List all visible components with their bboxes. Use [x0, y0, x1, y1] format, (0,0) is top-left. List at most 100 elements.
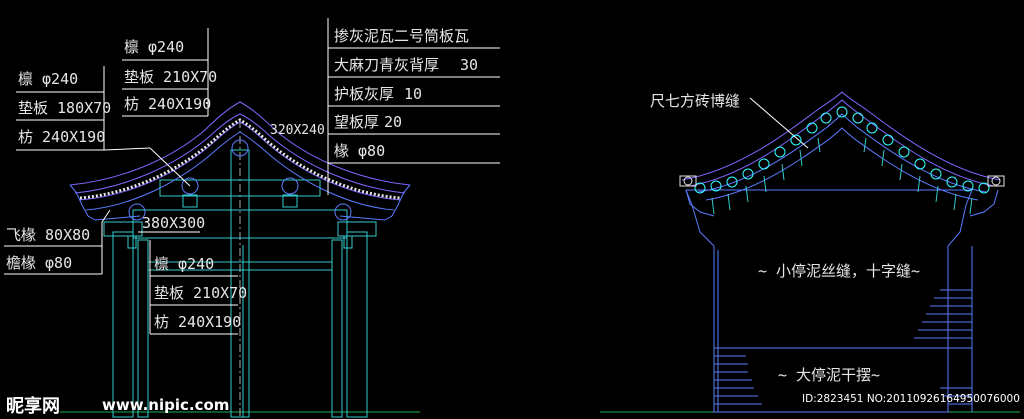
round-tile [790, 134, 802, 146]
round-tile [930, 168, 942, 180]
bracket-right [343, 235, 353, 249]
end-cap-left [679, 175, 697, 187]
watermark-url: www.nipic.com [102, 396, 229, 414]
round-tile [710, 180, 722, 192]
eave-ends [69, 184, 411, 221]
main-beam [132, 209, 348, 239]
label-roof-guard: 护板灰厚 [334, 85, 394, 103]
label-beam: 380X300 [142, 214, 205, 232]
round-tile [836, 106, 848, 118]
column-right [346, 231, 368, 418]
label-roof-board: 望板厚 [334, 113, 379, 131]
leader-eave-d [101, 209, 111, 223]
label-top-purlin: 檩 φ240 [124, 38, 184, 56]
eave-left-rafter [94, 215, 141, 221]
round-tile [946, 176, 958, 188]
eave-end-right [384, 184, 411, 221]
purlin-right-upper [281, 177, 299, 195]
label-roof-ash-value: 30 [460, 56, 478, 74]
left-labels: 檩 φ240 垫板 210X70 枋 240X190 檩 φ240 垫板 180… [6, 27, 478, 331]
label-left-pad: 垫板 180X70 [18, 99, 111, 117]
roof-layer-2 [74, 113, 406, 194]
capital-right [337, 221, 377, 237]
purlin-right-eave [334, 203, 352, 221]
eave-right-rafter [339, 215, 386, 221]
column-left [112, 231, 134, 418]
end-cap-right-ring [991, 176, 1001, 186]
label-mid-pad: 垫板 210X70 [154, 284, 247, 302]
label-roof-ash: 大麻刀青灰背厚 [334, 56, 439, 74]
left-section-drawing [4, 18, 500, 418]
gable-rafters [711, 137, 973, 215]
round-tile [758, 158, 770, 170]
eave-bracket-right [969, 189, 999, 217]
roof-layer-4 [85, 131, 395, 211]
beams [103, 179, 377, 271]
end-cap-right [987, 175, 1005, 187]
watermark-logo: 昵享网 [6, 395, 60, 417]
label-roof-tile: 掺灰泥瓦二号筒板瓦 [334, 27, 469, 45]
leader-ridge-note [749, 97, 809, 149]
label-roof-guard-value: 10 [404, 85, 422, 103]
label-top-tie: 枋 240X190 [124, 95, 211, 113]
gable-roof-4 [705, 127, 979, 201]
capital-left [103, 221, 143, 237]
label-wall-upper: ~ 小停泥丝缝，十字缝~ [758, 262, 920, 280]
watermark: 昵享网 www.nipic.com ID:2823451 NO:20110926… [6, 393, 1020, 417]
round-tile [694, 182, 706, 194]
purlins [128, 139, 352, 221]
label-ridge-beam: 320X240 [270, 123, 325, 138]
label-roof-board-value: 20 [384, 113, 402, 131]
ridge-end-caps [679, 175, 1005, 187]
gable-roof-2 [689, 99, 995, 187]
column-right-inner [331, 239, 343, 418]
label-wall-lower: ~ 大停泥干摆~ [778, 366, 880, 384]
label-left-tie: 枋 240X190 [18, 128, 105, 146]
leader-left-e [103, 147, 151, 151]
label-mid-purlin: 檩 φ240 [154, 255, 214, 273]
eave-bracket-left [685, 189, 715, 217]
round-tile [914, 158, 926, 170]
purlin-left-upper [181, 177, 199, 195]
leader-left-f [149, 147, 191, 187]
right-labels: 尺七方砖博缝 ~ 小停泥丝缝，十字缝~ ~ 大停泥干摆~ [650, 92, 920, 384]
roof-tiles [79, 118, 401, 200]
label-ridge-note: 尺七方砖博缝 [650, 92, 740, 110]
gable-roof [681, 91, 1001, 201]
gable-roof-3 [697, 113, 987, 193]
leader-lines [4, 18, 500, 335]
label-left-purlin: 檩 φ240 [18, 70, 78, 88]
round-tiles [694, 106, 990, 194]
round-tile [866, 122, 878, 134]
round-tile [820, 112, 832, 124]
end-cap-left-ring [683, 176, 693, 186]
round-tile [742, 168, 754, 180]
purlin-pad-right [282, 194, 298, 208]
purlin-left-eave [128, 203, 146, 221]
column-left-inner [137, 239, 149, 418]
gable-wall [685, 189, 973, 413]
label-mid-tie: 枋 240X190 [154, 313, 241, 331]
label-eave-rafter: 檐椽 φ80 [6, 254, 72, 272]
eave-end-left [69, 184, 96, 221]
label-roof-rafter: 椽 φ80 [334, 142, 385, 160]
round-tile [806, 122, 818, 134]
right-section-drawing [600, 91, 1020, 413]
round-tile [978, 182, 990, 194]
label-top-pad: 垫板 210X70 [124, 68, 217, 86]
wall-hatch-right [914, 289, 972, 405]
columns [112, 120, 368, 418]
round-tile [898, 146, 910, 158]
round-tile [962, 180, 974, 192]
purlin-pad-left [182, 194, 198, 208]
roof-layer-3 [79, 121, 401, 201]
gable-roof-outer [681, 91, 1001, 181]
purlin-ridge [231, 139, 249, 157]
label-eave-flying: 飞椽 80X80 [6, 226, 90, 244]
column-center [230, 149, 250, 418]
round-tile [852, 112, 864, 124]
round-tile [726, 176, 738, 188]
wall-hatch-left [714, 355, 762, 405]
round-tile [774, 146, 786, 158]
